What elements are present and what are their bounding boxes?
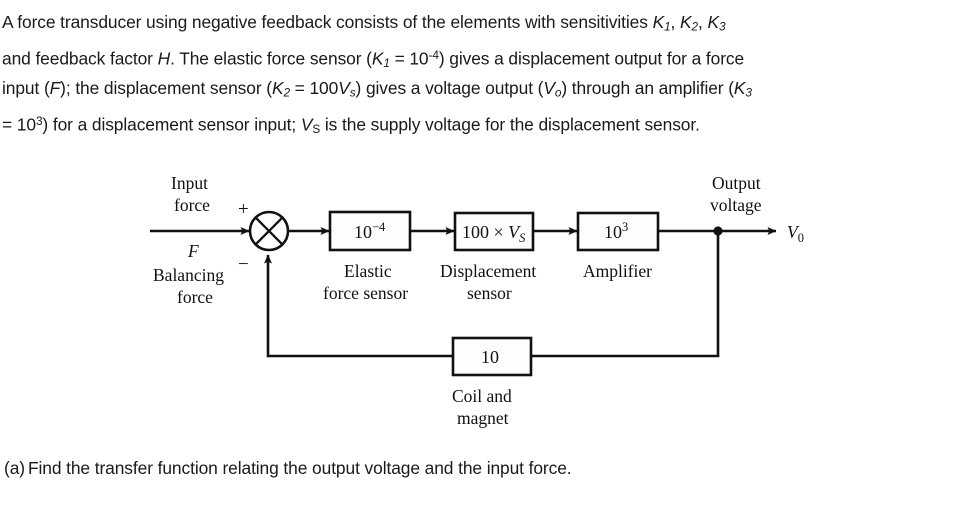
- block-caption-coil-line1: Coil and: [452, 386, 512, 406]
- problem-text-2eq: = 10: [389, 48, 429, 69]
- output-voltage-label-line1: Output: [712, 173, 761, 193]
- problem-text-4a: ) for a displacement sensor input;: [42, 114, 301, 135]
- minus-sign-label: −: [238, 254, 249, 275]
- symbol-vo-subscript: o: [554, 85, 562, 100]
- block-value-elastic: 10−4: [354, 220, 386, 242]
- exponent-minus-four: -4: [428, 48, 439, 62]
- problem-text-4b: is the supply voltage for the displaceme…: [320, 114, 700, 135]
- symbol-k3-line3: K: [733, 78, 746, 98]
- symbol-k2: K: [680, 12, 692, 32]
- problem-line-4: = 103) for a displacement sensor input; …: [2, 105, 960, 138]
- block-caption-elastic-line2: force sensor: [323, 283, 408, 303]
- block-amplifier: 103 Amplifier: [576, 211, 660, 281]
- symbol-h: H: [157, 48, 171, 69]
- question-a-text: Find the transfer function relating the …: [27, 458, 572, 478]
- block-elastic-force-sensor: 10−4 Elastic force sensor: [323, 210, 412, 303]
- balancing-force-label-line1: Balancing: [153, 265, 224, 285]
- question-a-label: (a): [4, 458, 25, 478]
- problem-sep-2: ,: [698, 12, 708, 32]
- block-displacement-sensor: 100 × VS Displacement sensor: [440, 211, 536, 303]
- problem-text-3c: ) gives a voltage output (: [355, 78, 544, 98]
- symbol-f: F: [49, 78, 61, 98]
- symbol-k3-subscript: 3: [718, 19, 726, 34]
- block-coil-and-magnet: 10 Coil and magnet: [451, 336, 533, 428]
- block-caption-displacement-line2: sensor: [467, 283, 512, 303]
- problem-text-4eq: = 10: [2, 114, 36, 135]
- output-voltage-symbol: V0: [787, 222, 804, 245]
- plus-sign-label: +: [238, 199, 249, 220]
- block-caption-displacement-line1: Displacement: [440, 261, 536, 281]
- problem-text-2a: and feedback factor: [2, 48, 158, 69]
- block-diagram: + − Input force F Balancing force 10−4 E…: [0, 160, 962, 440]
- symbol-k2-line3: K: [271, 78, 284, 98]
- output-voltage-label-line2: voltage: [710, 195, 762, 215]
- input-force-label-line2: force: [174, 195, 210, 215]
- symbol-k1-subscript-line2: 1: [383, 55, 390, 70]
- problem-line-3: input (F); the displacement sensor (K2 =…: [2, 72, 960, 105]
- block-value-coil: 10: [481, 347, 499, 367]
- symbol-k2-subscript: 2: [691, 19, 699, 34]
- symbol-k3-subscript-line3: 3: [745, 85, 752, 100]
- block-caption-elastic-line1: Elastic: [344, 261, 392, 281]
- symbol-k1-subscript: 1: [664, 19, 671, 34]
- symbol-k3: K: [707, 12, 719, 32]
- symbol-vo: V: [543, 78, 555, 98]
- problem-line-1: A force transducer using negative feedba…: [2, 6, 960, 39]
- problem-line-2: and feedback factor H. The elastic force…: [2, 39, 960, 72]
- symbol-k2-subscript-line3: 2: [283, 85, 290, 100]
- block-value-displacement: 100 × VS: [462, 222, 526, 245]
- problem-text-3eq: = 100: [289, 78, 339, 98]
- block-caption-amplifier-line1: Amplifier: [583, 261, 652, 281]
- symbol-k1-line2: K: [371, 48, 384, 69]
- problem-text-1a: A force transducer using negative feedba…: [2, 12, 653, 32]
- problem-statement: A force transducer using negative feedba…: [2, 6, 960, 138]
- block-value-amplifier: 103: [604, 220, 628, 242]
- problem-text-2b: . The elastic force sensor (: [170, 48, 372, 69]
- summing-junction: [248, 210, 290, 252]
- symbol-vs-line3: V: [338, 78, 350, 98]
- question-a: (a)Find the transfer function relating t…: [4, 455, 954, 481]
- symbol-k1: K: [652, 12, 665, 32]
- input-force-label-line1: Input: [171, 173, 208, 193]
- problem-sep-1: ,: [670, 12, 681, 32]
- balancing-force-label-line2: force: [177, 287, 213, 307]
- problem-text-3d: ) through an amplifier (: [561, 78, 734, 98]
- symbol-vs-subscript-line4: S: [312, 121, 321, 136]
- exponent-three: 3: [35, 114, 43, 128]
- symbol-vs-line4: V: [300, 114, 313, 135]
- problem-text-2c: ) gives a displacement output for a forc…: [438, 48, 745, 69]
- problem-text-3b: ); the displacement sensor (: [60, 78, 272, 98]
- block-caption-coil-line2: magnet: [457, 408, 509, 428]
- symbol-vs-subscript-line3: s: [349, 85, 356, 100]
- problem-text-3a: input (: [2, 78, 50, 98]
- input-force-symbol: F: [187, 241, 199, 261]
- feedback-path: [264, 231, 720, 358]
